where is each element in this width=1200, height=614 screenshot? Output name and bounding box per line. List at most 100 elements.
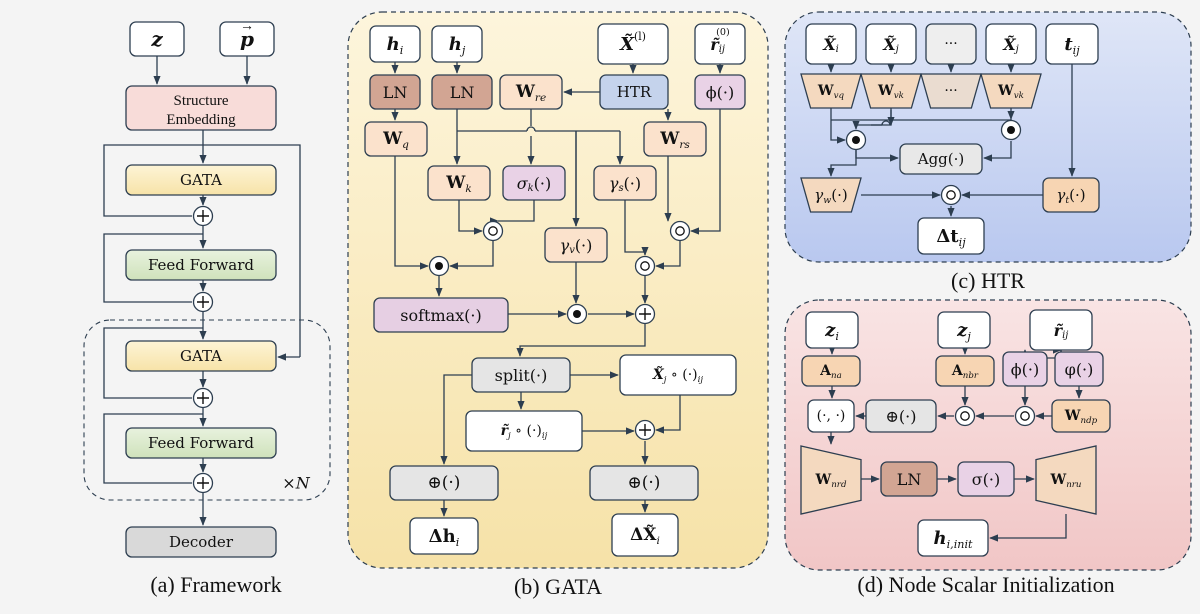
- gata-block-1-label: GATA: [180, 171, 222, 189]
- flow-arrow: [440, 374, 472, 465]
- nsi-w-nru: [1035, 445, 1097, 515]
- flow-arrow: [449, 241, 494, 270]
- nsi-hadamard-1-ring: [960, 411, 970, 421]
- gata-add-1-cross: [639, 308, 651, 320]
- gata-out-h-label: Δhi: [429, 526, 460, 550]
- nsi-hadamard-2-ring: [1020, 411, 1030, 421]
- htr-w-vq-label: Wvq: [817, 83, 845, 101]
- nsi-hadamard-1: [954, 405, 976, 427]
- gata-gamma-v: [544, 227, 608, 263]
- htr-agg-label: Agg(·): [917, 150, 965, 168]
- htr-gamma-t-label: γt(·): [1056, 186, 1085, 206]
- htr-w-vq: [800, 73, 862, 109]
- nsi-ln-label: LN: [897, 470, 922, 489]
- structure-embedding-label: Embedding: [166, 112, 236, 128]
- htr-dot-2-dot: [1007, 126, 1015, 134]
- nsi-a-nbr: [935, 355, 995, 387]
- gata-w-re-label: Wre: [515, 82, 546, 104]
- dot2-to-agg: [983, 141, 1012, 162]
- gata-block-1: [125, 164, 277, 196]
- nsi-input-r-label: r̃ij: [1054, 321, 1069, 342]
- gata-input-r: [694, 23, 746, 65]
- gata-hadamard-3: [634, 255, 656, 277]
- gata-input-hj-label: hj: [449, 34, 466, 58]
- gata-htr-label: HTR: [617, 83, 652, 101]
- feed-forward-2: [125, 427, 277, 459]
- gata-split: [471, 357, 571, 393]
- htr-input-xi-label: X̃i: [822, 35, 839, 56]
- flow-line: [103, 413, 203, 484]
- line-hop: [526, 126, 536, 132]
- htr-input-t: [1045, 23, 1099, 65]
- nsi-w-nrd: [800, 445, 862, 515]
- gata-ln-1-label: LN: [383, 83, 408, 102]
- gata-caption: (b) GATA: [514, 574, 602, 599]
- nsi-w-ndp-label: Wndp: [1064, 408, 1098, 426]
- htr-w-dots-label: ···: [944, 83, 957, 99]
- htr-gamma-w-label: γw(·): [814, 186, 847, 206]
- nsi-pair-label: (·, ·): [817, 408, 846, 424]
- decoder: [125, 526, 277, 558]
- gata-w-k: [427, 165, 491, 201]
- gata-oplus-2: [589, 465, 699, 501]
- gata-ln-2-label: LN: [450, 83, 475, 102]
- gata-oplus-1-label: ⊕(·): [428, 473, 461, 493]
- gata-phi-label: ϕ(·): [706, 83, 734, 102]
- flow-arrow: [458, 200, 483, 235]
- gata-input-hi: [369, 25, 421, 63]
- htr-input-xj-label: X̃j: [1002, 35, 1019, 56]
- flow-arrow: [516, 324, 646, 357]
- htr-w-vk1-label: Wvk: [877, 83, 904, 101]
- gata-gamma-v-label: γv(·): [560, 236, 593, 257]
- gata-w-rs-label: Wrs: [659, 129, 690, 151]
- gata-split-label: split(·): [495, 366, 548, 385]
- nsi-sigma: [957, 461, 1015, 497]
- gata-softmax: [373, 297, 509, 333]
- nsi-oplus: [865, 399, 937, 433]
- flow-arrow: [830, 108, 846, 144]
- gata-input-X-label: X̃(l): [619, 29, 646, 54]
- framework-caption: (a) Framework: [150, 572, 281, 597]
- nsi-pair: [807, 399, 855, 433]
- nsi-phi-label: ϕ(·): [1011, 360, 1039, 379]
- input-p-label: p: [240, 27, 254, 51]
- gata-dot-1-dot: [435, 262, 443, 270]
- gata-xj-compose: [619, 354, 737, 396]
- gata-softmax-label: softmax(·): [400, 306, 482, 325]
- gata-ln-2: [431, 74, 493, 110]
- htr-dot-1-dot: [852, 136, 860, 144]
- gata-htr: [599, 74, 669, 110]
- nsi-input-zi: [805, 311, 859, 349]
- gata-gamma-s: [593, 165, 657, 201]
- gata-hadamard-1-ring: [488, 226, 498, 236]
- gata-w-rs: [643, 121, 707, 157]
- gata-xj-compose-label: X̃j ∘ (·)ij: [652, 365, 703, 385]
- structure-embedding-label: Structure: [174, 93, 229, 109]
- input-z-label: z: [150, 27, 163, 51]
- gata-rj-compose: [465, 410, 583, 452]
- nsi-w-nrd-label: Wnrd: [814, 472, 846, 490]
- gata-w-k-label: Wk: [445, 173, 471, 195]
- htr-input-dots: [925, 23, 977, 65]
- htr-caption: (c) HTR: [951, 268, 1025, 293]
- input-p: [219, 21, 275, 57]
- vector-arrow-accent: →: [240, 19, 254, 34]
- flow-arrow: [827, 150, 857, 177]
- htr-w-vk: [980, 73, 1042, 109]
- nsi-out: [917, 519, 989, 557]
- nsi-w-nru-label: Wnru: [1049, 472, 1081, 490]
- htr-out: [917, 217, 985, 255]
- htr-w-dots: [920, 73, 982, 109]
- htr-hadamard: [940, 184, 962, 206]
- repeat-block: [83, 319, 331, 501]
- nsi-caption: (d) Node Scalar Initialization: [857, 572, 1114, 597]
- gata-dot-2-dot: [573, 310, 581, 318]
- nsi-ln: [880, 461, 938, 497]
- htr-out-label: Δtij: [936, 226, 966, 250]
- nsi-input-zj-label: zj: [956, 320, 971, 344]
- htr-input-xj: [985, 23, 1037, 65]
- nsi-a-na-label: Ana: [819, 363, 842, 381]
- nsi-hadamard-2: [1014, 405, 1036, 427]
- htr-gamma-w: [800, 177, 862, 213]
- htr-hadamard-ring: [946, 190, 956, 200]
